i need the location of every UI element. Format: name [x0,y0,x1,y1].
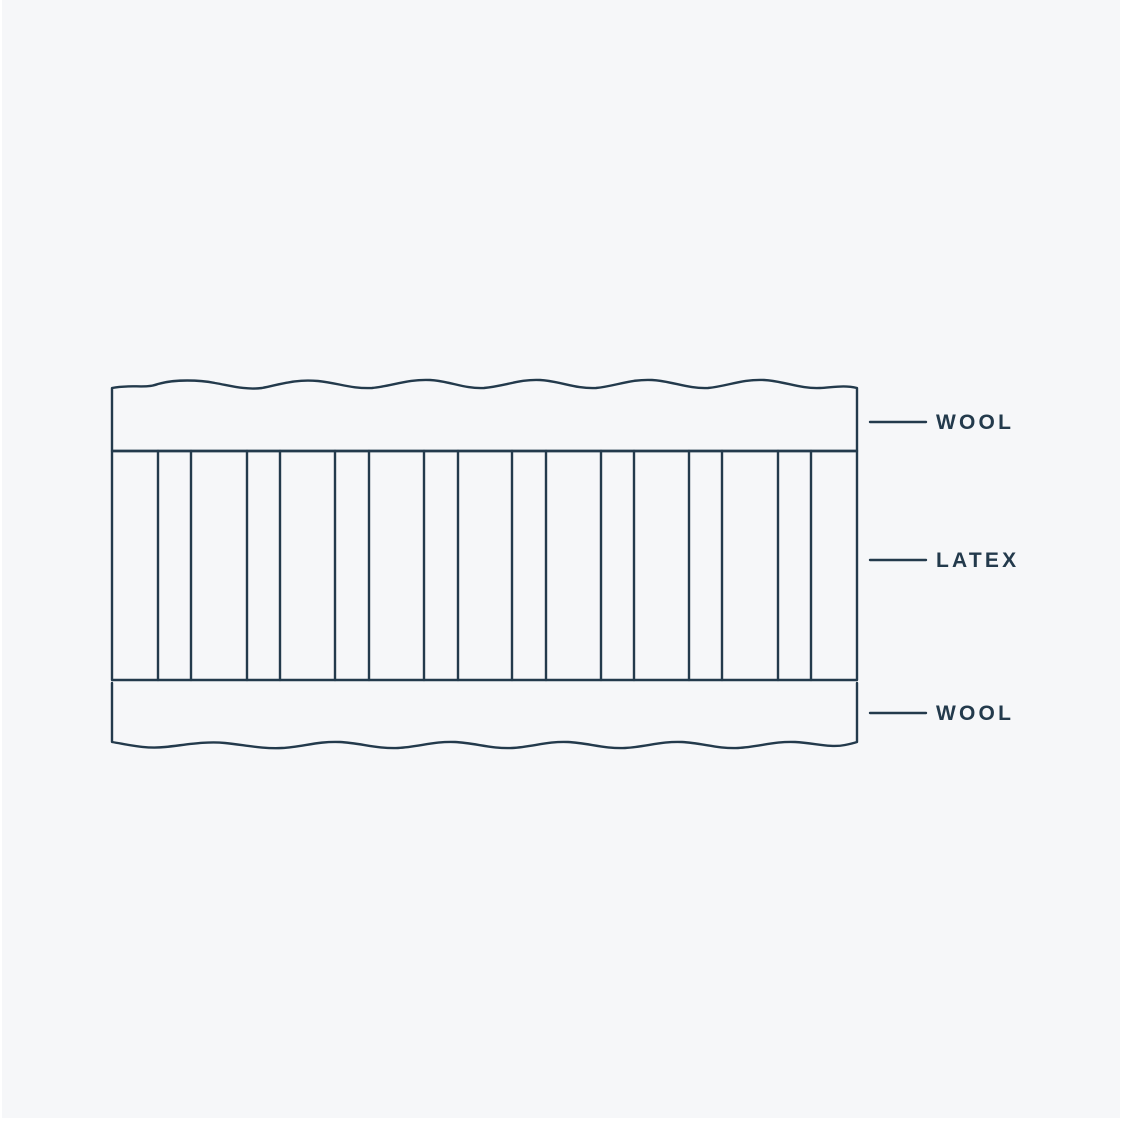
top-wool-label: WOOL [936,411,1014,434]
latex-vertical-lines [156,449,813,682]
latex-label: LATEX [936,549,1019,572]
bottom-wool-layer [110,681,859,750]
bottom-wool-label: WOOL [936,702,1014,725]
latex-layer [110,449,859,682]
top-wool-layer [110,378,859,453]
